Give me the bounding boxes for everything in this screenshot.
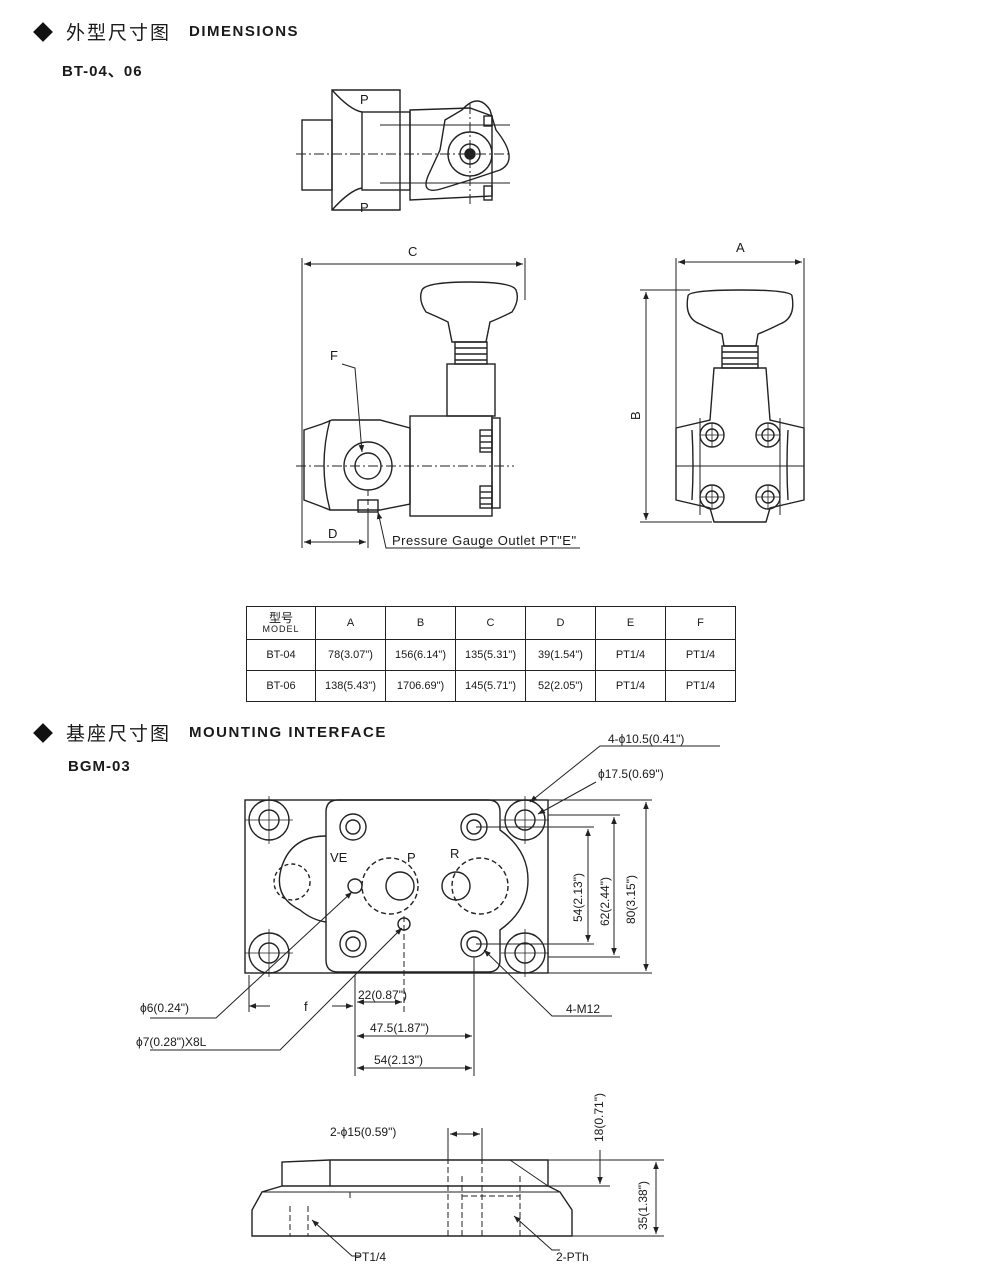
row-model: BT-06	[246, 670, 316, 702]
table-header-c: C	[455, 606, 526, 640]
cell-f: PT1/4	[665, 670, 736, 702]
dimensions-section-header: 外型尺寸图 DIMENSIONS	[33, 18, 300, 45]
mounting-model-code: BGM-03	[68, 758, 131, 775]
dimensions-title-zh: 外型尺寸图	[66, 22, 172, 44]
dim-b-label: B	[628, 411, 643, 420]
table-header-a: A	[315, 606, 386, 640]
table-header-b: B	[385, 606, 456, 640]
table-row: BT-06 138(5.43") 1706.69") 145(5.71") 52…	[246, 670, 736, 702]
dimension-table: 型号 MODEL A B C D E F BT-04 78(3.07") 156…	[246, 606, 736, 702]
port-p-label: P	[407, 850, 416, 865]
cell-a: 78(3.07")	[315, 639, 386, 671]
table-row: BT-04 78(3.07") 156(6.14") 135(5.31") 39…	[246, 639, 736, 671]
dim-d-label: D	[328, 526, 337, 541]
dim-54h-label: 54(2.13")	[374, 1053, 423, 1067]
dim-c-label: C	[408, 244, 417, 259]
cell-d: 52(2.05")	[525, 670, 596, 702]
table-header-model: 型号 MODEL	[246, 606, 316, 640]
row-model: BT-04	[246, 639, 316, 671]
cell-c: 145(5.71")	[455, 670, 526, 702]
table-header-e: E	[595, 606, 666, 640]
mounting-side-view	[251, 1128, 664, 1257]
dim-47-label: 47.5(1.87")	[370, 1021, 429, 1035]
hole-4-label: 4-ϕ10.5(0.41")	[608, 732, 684, 746]
mounting-title-zh: 基座尺寸图	[66, 723, 172, 745]
header-model-en: MODEL	[262, 624, 300, 634]
table-header-d: D	[525, 606, 596, 640]
front-view	[296, 258, 580, 549]
dim-54v-label: 54(2.13")	[571, 873, 585, 922]
dimensions-title-en: DIMENSIONS	[189, 23, 300, 40]
bottom-port-p-label: P	[360, 200, 369, 215]
phi7-label: ϕ7(0.28")X8L	[136, 1035, 207, 1049]
cell-c: 135(5.31")	[455, 639, 526, 671]
cell-e: PT1/4	[595, 639, 666, 671]
dim-22-label: 22(0.87")	[358, 988, 407, 1002]
dim-a-label: A	[736, 240, 745, 255]
table-header-f: F	[665, 606, 736, 640]
port-r-label: R	[450, 846, 459, 861]
side-view	[640, 258, 805, 523]
pth-label: 2-PTh	[556, 1250, 589, 1264]
label-f: F	[330, 348, 338, 363]
cell-e: PT1/4	[595, 670, 666, 702]
dim-62v-label: 62(2.44")	[598, 877, 612, 926]
port-ve-label: VE	[330, 850, 348, 865]
dimensions-model-code: BT-04、06	[62, 63, 143, 80]
dim-35-label: 35(1.38")	[636, 1181, 650, 1230]
gauge-outlet-label: Pressure Gauge Outlet PT"E"	[392, 533, 577, 548]
mounting-title-en: MOUNTING INTERFACE	[189, 724, 387, 741]
pt14-label: PT1/4	[354, 1250, 386, 1264]
dim-18-label: 18(0.71")	[592, 1093, 606, 1142]
mounting-plan	[150, 745, 720, 1076]
hole-counterbore-label: ϕ17.5(0.69")	[598, 767, 664, 781]
dim-2phi15-label: 2-ϕ15(0.59")	[330, 1125, 396, 1139]
top-port-p-label: P	[360, 92, 369, 107]
m12-label: 4-M12	[566, 1002, 600, 1016]
f-label: f	[304, 999, 308, 1014]
header-model-zh: 型号	[268, 611, 293, 625]
cell-b: 1706.69")	[385, 670, 456, 702]
cell-a: 138(5.43")	[315, 670, 386, 702]
dim-80v-label: 80(3.15")	[624, 875, 638, 924]
cell-d: 39(1.54")	[525, 639, 596, 671]
table-header-row: 型号 MODEL A B C D E F	[246, 606, 736, 640]
cell-b: 156(6.14")	[385, 639, 456, 671]
top-view	[296, 89, 512, 211]
mounting-section-header: 基座尺寸图 MOUNTING INTERFACE	[33, 719, 387, 746]
phi6-label: ϕ6(0.24")	[140, 1001, 189, 1015]
cell-f: PT1/4	[665, 639, 736, 671]
